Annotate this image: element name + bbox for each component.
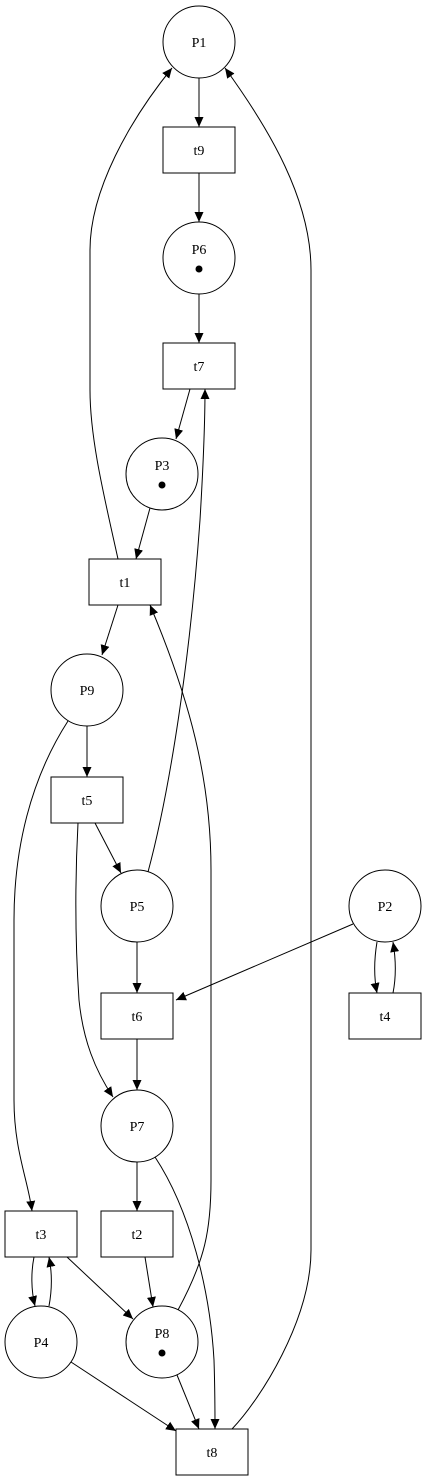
token-dot [195, 265, 203, 273]
transition-label: t4 [380, 1010, 391, 1025]
place-p9: P9 [50, 653, 124, 727]
arc-t3-to-p8 [66, 1256, 134, 1320]
place-label: P9 [80, 684, 95, 699]
place-p3: P3 [125, 437, 199, 511]
place-circle [50, 653, 124, 727]
place-circle [4, 1305, 78, 1379]
transition-t4: t4 [348, 992, 422, 1040]
transition-box [4, 1210, 78, 1258]
arc-t3-to-p4 [28, 1256, 37, 1307]
place-circle [100, 869, 174, 943]
arc-t8-to-p1 [224, 67, 312, 1430]
place-circle [125, 437, 199, 511]
transition-t5: t5 [50, 776, 124, 824]
arcs-layer [13, 67, 400, 1432]
transition-box [348, 992, 422, 1040]
arc-p9-to-t3 [13, 720, 69, 1212]
transition-label: t1 [120, 576, 131, 591]
transition-label: t5 [82, 794, 93, 809]
place-p8: P8 [125, 1305, 199, 1379]
transition-box [175, 1428, 249, 1476]
place-p6: P6 [162, 221, 236, 295]
transition-label: t8 [207, 1446, 218, 1461]
place-circle [125, 1305, 199, 1379]
arc-t5-to-p5 [94, 822, 122, 874]
place-label: P2 [378, 900, 393, 915]
transition-box [162, 342, 236, 390]
arc-p4-to-t3 [46, 1256, 56, 1307]
transition-box [100, 992, 174, 1040]
transition-box [50, 776, 124, 824]
arc-p3-to-t1 [134, 507, 151, 560]
arc-p5-to-t7 [147, 388, 210, 873]
transition-box [100, 1210, 174, 1258]
transition-t8: t8 [175, 1428, 249, 1476]
token-dot [158, 1349, 166, 1357]
arc-p4-to-t8 [70, 1361, 177, 1432]
arc-p8-to-t1 [149, 604, 212, 1311]
arc-p2-to-t4 [370, 941, 380, 994]
transition-label: t3 [36, 1228, 47, 1243]
arc-t7-to-p3 [174, 388, 191, 440]
transition-t6: t6 [100, 992, 174, 1040]
place-label: P5 [130, 900, 145, 915]
arc-t2-to-p8 [144, 1256, 156, 1308]
transition-t2: t2 [100, 1210, 174, 1258]
transition-t1: t1 [88, 558, 162, 606]
arc-t4-to-p2 [390, 941, 400, 994]
transition-t7: t7 [162, 342, 236, 390]
place-circle [348, 869, 422, 943]
place-p1: P1 [162, 5, 236, 79]
place-label: P7 [130, 1120, 145, 1135]
arc-t1-to-p9 [100, 604, 119, 656]
place-p4: P4 [4, 1305, 78, 1379]
arc-p8-to-t8 [176, 1374, 200, 1430]
place-label: P1 [192, 36, 207, 51]
token-dot [158, 481, 166, 489]
transition-label: t6 [132, 1010, 143, 1025]
arc-t5-to-p7 [75, 822, 114, 1098]
arc-t1-to-p1 [89, 67, 173, 560]
place-label: P3 [155, 459, 170, 474]
transition-label: t7 [194, 360, 205, 375]
place-label: P8 [155, 1327, 170, 1342]
arc-p2-to-t6 [175, 923, 354, 1001]
transition-t9: t9 [162, 126, 236, 174]
transition-box [88, 558, 162, 606]
arc-p7-to-t8 [154, 1156, 220, 1430]
place-p5: P5 [100, 869, 174, 943]
place-circle [162, 5, 236, 79]
place-p7: P7 [100, 1089, 174, 1163]
transition-box [162, 126, 236, 174]
place-label: P4 [34, 1336, 49, 1351]
place-circle [100, 1089, 174, 1163]
transition-label: t9 [194, 144, 205, 159]
place-p2: P2 [348, 869, 422, 943]
place-circle [162, 221, 236, 295]
place-label: P6 [192, 243, 207, 258]
transition-t3: t3 [4, 1210, 78, 1258]
transition-label: t2 [132, 1228, 143, 1243]
